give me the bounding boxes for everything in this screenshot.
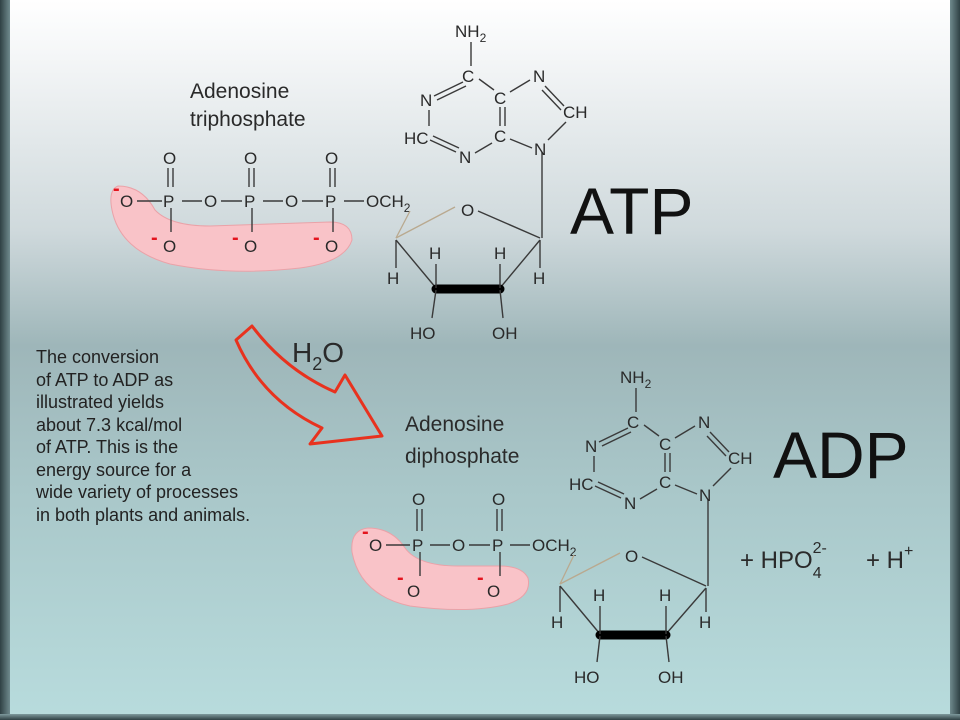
frame-left-edge bbox=[0, 0, 10, 720]
adp-adenine-c4: C bbox=[659, 473, 671, 492]
adp-oxygen-bottom-1: O bbox=[407, 582, 420, 601]
phosphate-product: + HPO42- bbox=[740, 540, 827, 582]
adp-name-line2: diphosphate bbox=[405, 445, 519, 468]
note-line: energy source for a bbox=[36, 459, 192, 480]
atp-molecule: Adenosine triphosphate - O P O P O P OCH… bbox=[110, 22, 693, 343]
conversion-note: The conversion of ATP to ADP as illustra… bbox=[36, 346, 336, 526]
atp-phosphorus-3: P bbox=[325, 192, 336, 211]
adp-phosphorus-2: P bbox=[492, 536, 503, 555]
atp-adenine-n9: N bbox=[534, 140, 546, 159]
adp-molecule: Adenosine diphosphate - O P O P OCH2 O O… bbox=[351, 368, 913, 687]
adp-adenine-n7: N bbox=[698, 413, 710, 432]
atp-adenine-c6: C bbox=[462, 67, 474, 86]
atp-oxygen-top-1: O bbox=[163, 149, 176, 168]
atp-adenine-c4: C bbox=[494, 127, 506, 146]
atp-adenine-n7: N bbox=[533, 67, 545, 86]
adp-adenine-c5: C bbox=[659, 435, 671, 454]
adp-phosphate-highlight bbox=[351, 527, 530, 611]
atp-phosphorus-2: P bbox=[244, 192, 255, 211]
atp-name-line1: Adenosine bbox=[190, 80, 289, 103]
curved-arrow-icon bbox=[234, 324, 384, 446]
atp-label: ATP bbox=[570, 174, 693, 248]
atp-ribose-h-right: H bbox=[533, 269, 545, 288]
adp-oxygen-top-1: O bbox=[412, 490, 425, 509]
water-label: H2O bbox=[292, 337, 344, 374]
adp-label: ADP bbox=[773, 418, 909, 492]
atp-name-line2: triphosphate bbox=[190, 108, 306, 131]
atp-ribose-oxygen: O bbox=[461, 201, 474, 220]
adp-oxygen-bottom-2: O bbox=[487, 582, 500, 601]
atp-adenine-ch8: CH bbox=[563, 103, 588, 122]
note-line: about 7.3 kcal/mol bbox=[36, 414, 183, 435]
atp-neg-charge-1: - bbox=[113, 178, 120, 200]
note-line: in both plants and animals. bbox=[36, 504, 251, 525]
adp-oxygen-terminal: O bbox=[369, 536, 382, 555]
atp-ribose-ho: HO bbox=[410, 324, 436, 343]
atp-oxygen-top-3: O bbox=[325, 149, 338, 168]
atp-oxygen-terminal: O bbox=[120, 192, 133, 211]
atp-neg-charge-4: - bbox=[313, 227, 320, 249]
atp-adenine-n3: N bbox=[459, 148, 471, 167]
note-line: The conversion bbox=[36, 347, 160, 367]
adp-adenine-n9: N bbox=[699, 486, 711, 505]
adp-phosphorus-1: P bbox=[412, 536, 423, 555]
atp-neg-charge-2: - bbox=[151, 227, 158, 249]
adp-name-line1: Adenosine bbox=[405, 413, 504, 436]
atp-amino-group: NH2 bbox=[455, 22, 487, 45]
atp-ribose-h-c2: H bbox=[494, 244, 506, 263]
atp-phosphate-highlight bbox=[110, 185, 353, 272]
note-line: of ATP to ADP as bbox=[36, 369, 174, 390]
atp-adenine-c5: C bbox=[494, 89, 506, 108]
note-line: illustrated yields bbox=[36, 392, 165, 412]
adp-ribose-ho: HO bbox=[574, 668, 600, 687]
atp-oxygen-bridge-1: O bbox=[204, 192, 217, 211]
atp-phosphorus-1: P bbox=[163, 192, 174, 211]
adp-ribose-oxygen: O bbox=[625, 547, 638, 566]
adp-och2: OCH2 bbox=[532, 536, 577, 559]
adp-amino-group: NH2 bbox=[620, 368, 652, 391]
adp-adenine-n3: N bbox=[624, 494, 636, 513]
atp-ribose-h-left: H bbox=[387, 269, 399, 288]
atp-adenine-n1: N bbox=[420, 91, 432, 110]
adp-neg-charge-3: - bbox=[477, 567, 484, 589]
adp-ribose-h-left: H bbox=[551, 613, 563, 632]
adp-adenine-c6: C bbox=[627, 413, 639, 432]
adp-neg-charge-2: - bbox=[397, 567, 404, 589]
adp-adenine-n1: N bbox=[585, 437, 597, 456]
adp-ribose-oh: OH bbox=[658, 668, 684, 687]
adp-oxygen-bridge: O bbox=[452, 536, 465, 555]
adp-adenine-ch8: CH bbox=[728, 449, 753, 468]
note-line: of ATP. This is the bbox=[36, 437, 179, 457]
note-line: wide variety of processes bbox=[36, 482, 239, 502]
frame-right-edge bbox=[950, 0, 960, 720]
frame-bottom-edge bbox=[0, 714, 960, 720]
atp-ribose-oh: OH bbox=[492, 324, 518, 343]
atp-oxygen-top-2: O bbox=[244, 149, 257, 168]
adp-ribose-h-c2: H bbox=[659, 586, 671, 605]
adp-adenine-hc2: HC bbox=[569, 475, 594, 494]
hydrogen-product: + H+ bbox=[866, 543, 913, 574]
hydrolysis-arrow: H2O bbox=[234, 324, 384, 446]
adp-ribose-h-right: H bbox=[699, 613, 711, 632]
atp-och2: OCH2 bbox=[366, 192, 411, 215]
atp-oxygen-bottom-2: O bbox=[244, 237, 257, 256]
atp-ribose-h-c3: H bbox=[429, 244, 441, 263]
atp-oxygen-bottom-3: O bbox=[325, 237, 338, 256]
adp-ribose-h-c3: H bbox=[593, 586, 605, 605]
atp-oxygen-bottom-1: O bbox=[163, 237, 176, 256]
adp-neg-charge-1: - bbox=[362, 521, 369, 543]
atp-adenine-hc2: HC bbox=[404, 129, 429, 148]
adp-oxygen-top-2: O bbox=[492, 490, 505, 509]
atp-oxygen-bridge-2: O bbox=[285, 192, 298, 211]
atp-neg-charge-3: - bbox=[232, 227, 239, 249]
